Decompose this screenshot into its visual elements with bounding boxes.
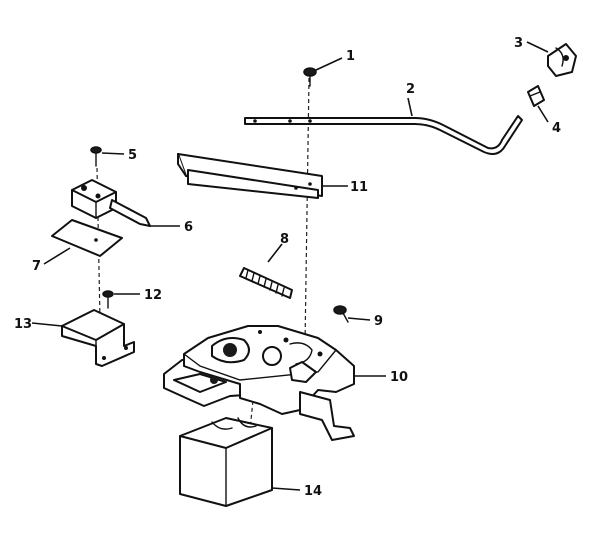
callout-13: 13 (14, 317, 32, 332)
callout-8: 8 (280, 232, 289, 247)
callout-12: 12 (144, 288, 162, 303)
part-12-screw (102, 290, 114, 309)
part-14-box (179, 417, 273, 507)
part-11-channel (177, 153, 323, 199)
part-13-bracket (61, 309, 135, 367)
part-1-screw (303, 67, 317, 87)
part-2-rod (244, 115, 523, 155)
callout-6: 6 (184, 220, 193, 235)
callout-14: 14 (304, 484, 322, 499)
callout-1: 1 (346, 49, 355, 64)
callout-3: 3 (514, 36, 523, 51)
part-4-clip (527, 85, 545, 107)
callout-5: 5 (128, 148, 137, 163)
part-3-cap (547, 43, 577, 77)
part-8-spring (239, 267, 293, 299)
callout-9: 9 (374, 314, 383, 329)
part-7-insulator (51, 219, 123, 257)
callout-4: 4 (552, 121, 561, 136)
callout-labels: 1 2 3 4 5 6 7 8 9 10 11 12 13 14 (14, 36, 561, 499)
part-9-screw (333, 305, 349, 323)
callout-11: 11 (350, 180, 368, 195)
part-10-base-plate (163, 325, 355, 441)
part-6-switch (71, 179, 151, 227)
callout-10: 10 (390, 370, 408, 385)
part-5-screw (90, 146, 102, 167)
leader-lines (31, 41, 549, 491)
callout-2: 2 (406, 82, 415, 97)
callout-7: 7 (32, 259, 41, 274)
